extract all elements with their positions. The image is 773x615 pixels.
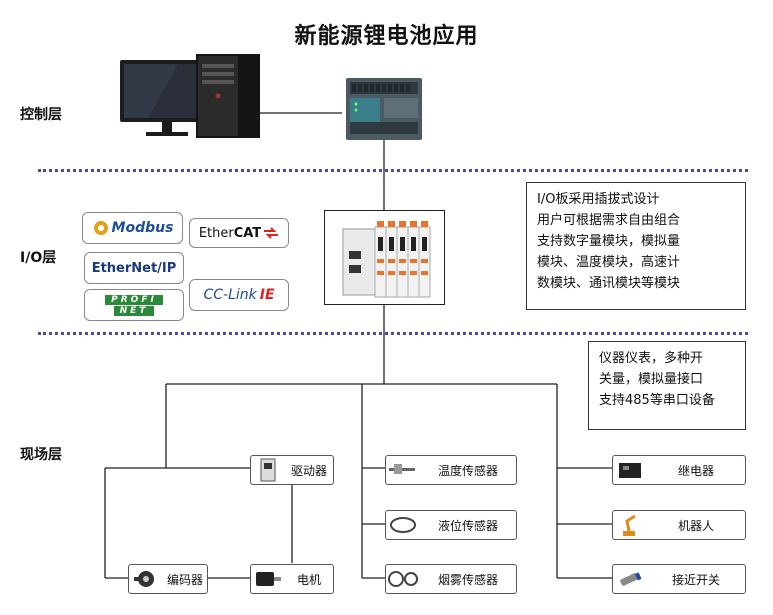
modbus-logo: Modbus [82,212,183,244]
device-label: 温度传感器 [437,463,498,478]
device-label: 接近开关 [671,572,720,587]
profinet-text-b: NET [113,305,155,316]
layer-label-field: 现场层 [20,447,62,463]
device-label: 液位传感器 [437,518,498,533]
device-drive: 驱动器 [250,455,334,485]
temperature-sensor-icon [386,457,420,483]
profinet-logo: PROFI NET [84,289,184,321]
device-robot: 机器人 [612,510,746,540]
modbus-text: Modbus [111,220,174,236]
device-label: 驱动器 [290,463,327,478]
field-note-line: 仪器仪表，多种开 [599,351,704,366]
smoke-sensor-icon [386,566,420,592]
separator-top [38,169,748,172]
robot-arm-icon [613,512,647,538]
device-encoder: 编码器 [128,564,208,594]
layer-label-io: I/O层 [20,250,57,266]
field-note-line: 支持485等串口设备 [599,393,715,408]
plc-controller-icon [346,78,422,140]
device-label: 机器人 [677,518,714,533]
ethercat-text-a: Ether [198,225,234,241]
separator-bottom [38,332,748,335]
modbus-gear-icon [93,221,108,235]
ethernetip-text: EtherNet/IP [91,260,177,276]
ethercat-arrow-icon [264,227,279,239]
io-module-icon [342,221,431,298]
layer-label-control: 控制层 [20,107,62,123]
servo-drive-icon [251,457,285,483]
motor-icon [251,566,285,592]
diagram-title: 新能源锂电池应用 [294,24,479,49]
io-module-frame [324,210,445,305]
computer-icon [120,54,260,138]
encoder-icon [129,566,163,592]
profinet-text-a: PROFI [105,294,163,305]
device-temperature-sensor: 温度传感器 [385,455,517,485]
device-relay: 继电器 [612,455,746,485]
io-note-box: I/O板采用插拔式设计 用户可根据需求自由组合 支持数字量模块，模拟量 模块、温… [526,182,746,310]
ethercat-text-b: CAT [233,225,262,241]
level-sensor-icon [386,512,420,538]
device-label: 烟雾传感器 [437,572,498,587]
io-note-line: 模块、温度模块，高速计 [537,255,681,270]
proximity-switch-icon [613,566,647,592]
field-note-line: 关量，模拟量接口 [599,372,704,387]
cclink-text-a: CC-Link [203,287,257,303]
device-proximity-switch: 接近开关 [612,564,746,594]
device-smoke-sensor: 烟雾传感器 [385,564,517,594]
io-note-line: 支持数字量模块，模拟量 [537,234,681,249]
relay-icon [613,457,647,483]
device-level-sensor: 液位传感器 [385,510,517,540]
io-note-line: I/O板采用插拔式设计 [537,192,660,207]
io-note-line: 用户可根据需求自由组合 [537,213,681,228]
field-note-box: 仪器仪表，多种开 关量，模拟量接口 支持485等串口设备 [588,341,746,430]
device-label: 继电器 [677,463,714,478]
cclink-text-b: IE [259,287,275,303]
device-motor: 电机 [250,564,334,594]
ethernetip-logo: EtherNet/IP [84,252,184,284]
device-label: 编码器 [166,572,203,587]
io-note-line: 数模块、通讯模块等模块 [537,276,681,291]
device-label: 电机 [296,572,321,587]
